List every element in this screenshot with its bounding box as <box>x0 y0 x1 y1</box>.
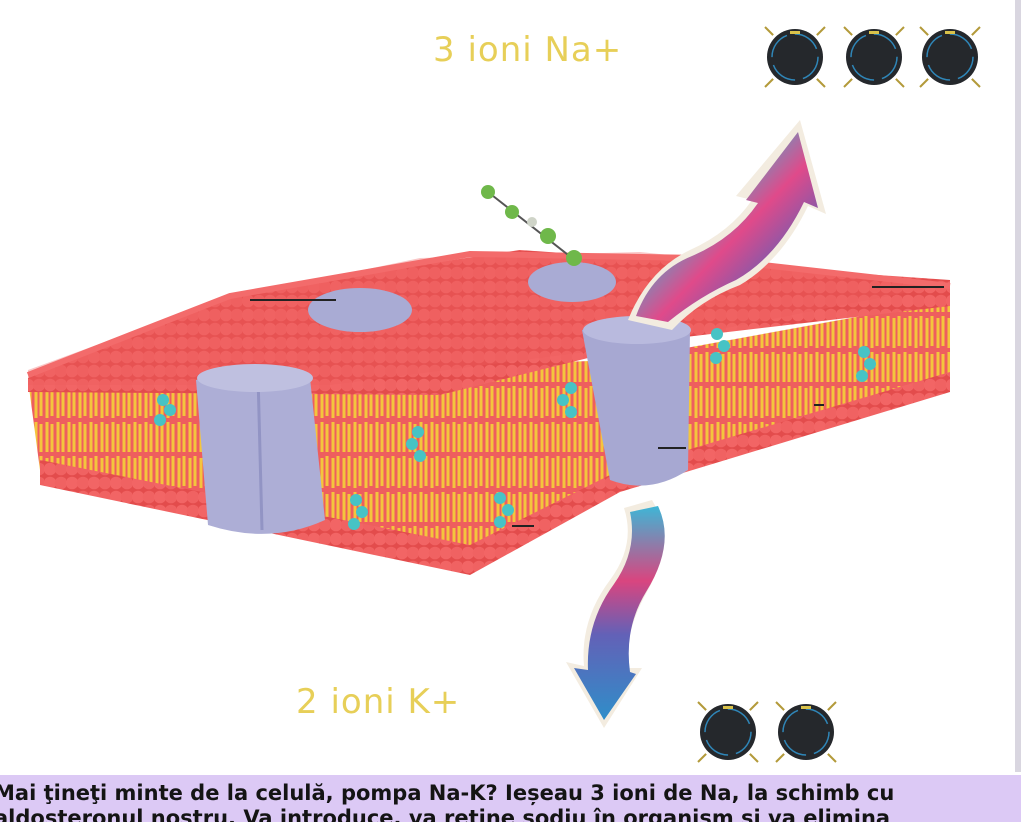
glycoprotein <box>481 185 616 302</box>
na-ions-label: 3 ioni Na+ <box>433 30 623 70</box>
k-ions <box>697 701 837 763</box>
scrollbar[interactable] <box>1015 0 1021 772</box>
k-ion <box>775 701 837 763</box>
na-ion <box>919 26 981 88</box>
cholesterol-molecules <box>154 328 876 530</box>
protein-channel-left <box>196 364 325 534</box>
arrow-down-k <box>566 500 665 728</box>
na-ions <box>764 26 981 88</box>
caption-line-1: Mai ţineţi minte de la celulă, pompa Na-… <box>0 781 895 805</box>
arrow-up-na <box>628 120 826 330</box>
na-ion <box>764 26 826 88</box>
pointer-lines <box>250 286 944 527</box>
surface-protein-left <box>308 288 412 332</box>
k-ions-label: 2 ioni K+ <box>296 682 461 722</box>
caption-box: Mai ţineţi minte de la celulă, pompa Na-… <box>0 775 1021 822</box>
caption-line-2: aldosteronul nostru. Va introduce, va re… <box>0 806 891 822</box>
na-ion <box>843 26 905 88</box>
k-ion <box>697 701 759 763</box>
